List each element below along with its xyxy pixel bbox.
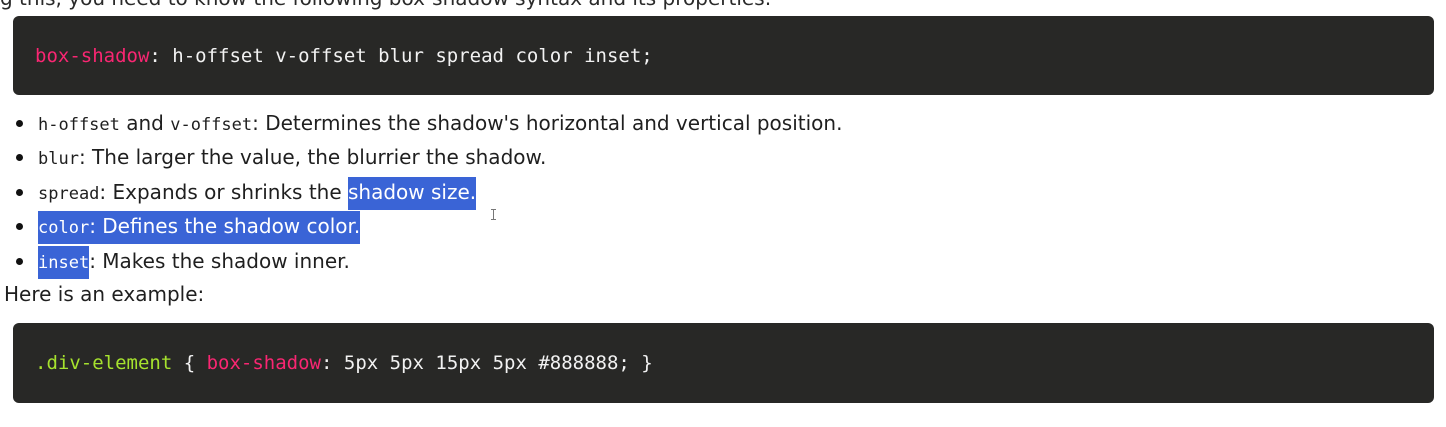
properties-list: h-offset and v-offset: Determines the sh…: [0, 106, 842, 279]
list-item-text: : Determines the shadow's horizontal and…: [252, 111, 843, 135]
code-property-box-shadow: box-shadow: [35, 44, 150, 67]
list-item-spread: spread: Expands or shrinks the shadow si…: [0, 175, 842, 210]
code-syntax-values: : h-offset v-offset blur spread color in…: [149, 44, 653, 67]
selected-text-color-line[interactable]: color: Defines the shadow color.: [38, 211, 361, 245]
selected-text-inset[interactable]: inset: [38, 245, 90, 279]
list-item-text: : Defines the shadow color.: [89, 214, 361, 239]
previous-paragraph-cut-off: g this, you need to know the following b…: [0, 0, 771, 10]
bullet-icon: [16, 223, 23, 231]
list-item-text: : Makes the shadow inner.: [89, 248, 350, 273]
inline-code-v-offset: v-offset: [170, 115, 253, 135]
inline-code-blur: blur: [38, 149, 79, 170]
list-item-text: and: [119, 111, 171, 135]
list-item-text: : The larger the value, the blurrier the…: [78, 145, 547, 170]
list-item-h-v-offset: h-offset and v-offset: Determines the sh…: [0, 106, 842, 140]
bullet-icon: [16, 188, 23, 196]
code-property-box-shadow: box-shadow: [206, 352, 321, 374]
inline-code-inset: inset: [38, 252, 90, 273]
code-open-brace: {: [172, 352, 207, 374]
bullet-icon: [16, 120, 23, 127]
list-item-color: color: Defines the shadow color.: [0, 209, 842, 245]
example-code-block: .div-element { box-shadow: 5px 5px 15px …: [13, 323, 1434, 403]
selected-text-shadow-size[interactable]: shadow size.: [348, 176, 477, 210]
bullet-icon: [16, 154, 23, 162]
list-item-inset: inset: Makes the shadow inner.: [0, 244, 842, 279]
list-item-text: : Expands or shrinks the: [99, 179, 348, 204]
code-selector: .div-element: [35, 352, 173, 374]
inline-code-color: color: [38, 218, 90, 239]
text-cursor-icon: [491, 209, 496, 220]
inline-code-spread: spread: [38, 183, 100, 204]
list-item-blur: blur: The larger the value, the blurrier…: [0, 140, 842, 174]
code-example-values: : 5px 5px 15px 5px #888888; }: [321, 352, 653, 374]
bullet-icon: [16, 257, 23, 265]
example-label: Here is an example:: [4, 282, 205, 306]
syntax-code-block: box-shadow: h-offset v-offset blur sprea…: [13, 16, 1434, 95]
inline-code-h-offset: h-offset: [38, 115, 120, 135]
